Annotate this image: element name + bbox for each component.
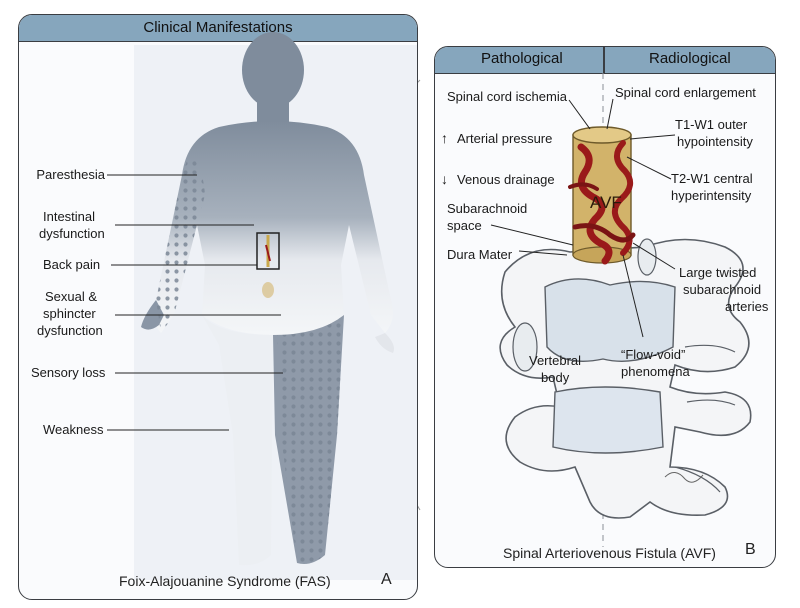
label-twisted-line2: subarachnoid bbox=[683, 282, 762, 297]
label-subarachnoid-line2: space bbox=[447, 218, 482, 233]
label-twisted-line3: arteries bbox=[725, 299, 769, 314]
panel-b-header: Pathological Radiological bbox=[435, 47, 775, 74]
panel-a-letter: A bbox=[381, 571, 392, 588]
panel-b-letter: B bbox=[745, 541, 756, 558]
label-flowvoid-line2: phenomena bbox=[621, 364, 690, 379]
label-intestinal-line2: dysfunction bbox=[39, 226, 105, 241]
label-avf: AVF bbox=[590, 193, 622, 212]
label-vertebral-line1: Vertebral bbox=[529, 353, 582, 368]
clinical-manifestations-panel: Clinical Manifestations bbox=[18, 14, 418, 600]
label-t1-line2: hypointensity bbox=[677, 134, 753, 149]
label-flowvoid-line1: “Flow-void” bbox=[621, 347, 686, 362]
panel-a-header: Clinical Manifestations bbox=[19, 15, 417, 42]
spinal-avf-panel: Pathological Radiological bbox=[434, 46, 776, 568]
label-t1-line1: T1-W1 outer bbox=[675, 117, 748, 132]
label-sensory-loss: Sensory loss bbox=[31, 365, 106, 380]
label-spinal-cord-enlargement: Spinal cord enlargement bbox=[615, 85, 756, 100]
column-pathological: Pathological bbox=[481, 50, 563, 67]
spinal-cord-illustration bbox=[490, 73, 752, 547]
panel-a-footer: Foix-Alajouanine Syndrome (FAS) bbox=[119, 573, 331, 589]
human-body-illustration bbox=[107, 32, 417, 580]
label-twisted-line1: Large twisted bbox=[679, 265, 757, 280]
label-paresthesia: Paresthesia bbox=[36, 167, 105, 182]
label-spinal-cord-ischemia: Spinal cord ischemia bbox=[447, 89, 567, 104]
label-t2-line2: hyperintensity bbox=[671, 188, 752, 203]
label-arterial-pressure: Arterial pressure bbox=[457, 131, 553, 146]
label-t2-line1: T2-W1 central bbox=[671, 171, 753, 186]
venous-drainage-arrow-down-icon bbox=[441, 171, 448, 187]
label-dura-mater: Dura Mater bbox=[447, 247, 513, 262]
arterial-pressure-arrow-up-icon bbox=[441, 130, 448, 146]
column-radiological: Radiological bbox=[649, 50, 731, 67]
label-venous-drainage: Venous drainage bbox=[457, 172, 555, 187]
label-sexual-line3: dysfunction bbox=[37, 323, 103, 338]
column-divider bbox=[603, 47, 605, 73]
label-back-pain: Back pain bbox=[43, 257, 101, 272]
label-subarachnoid-line1: Subarachnoid bbox=[447, 201, 528, 216]
panel-a-title: Clinical Manifestations bbox=[143, 19, 293, 36]
panel-b-footer: Spinal Arteriovenous Fistula (AVF) bbox=[503, 545, 716, 561]
label-intestinal-line1: Intestinal bbox=[43, 209, 96, 224]
label-sexual-line2: sphincter bbox=[43, 306, 96, 321]
label-vertebral-line2: body bbox=[541, 370, 570, 385]
label-weakness: Weakness bbox=[43, 422, 104, 437]
label-sexual-line1: Sexual & bbox=[45, 289, 98, 304]
